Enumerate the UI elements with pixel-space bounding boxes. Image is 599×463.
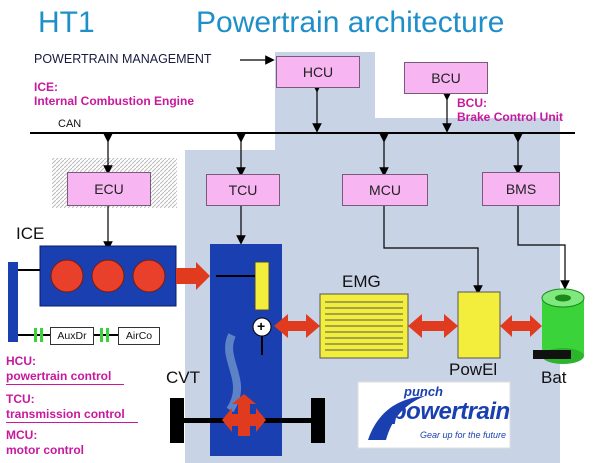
axle-arrow xyxy=(222,394,266,436)
planetary-plus: + xyxy=(257,318,266,334)
powel-label: PowEl xyxy=(449,360,498,379)
battery-body xyxy=(542,298,584,356)
cvt-emg-arrow xyxy=(274,314,320,338)
powel-bat-arrow xyxy=(500,315,542,337)
logo-brand-main: powertrain xyxy=(392,398,510,425)
tcu-box: TCU xyxy=(206,174,280,206)
cylinder-2 xyxy=(91,259,125,293)
logo-tagline: Gear up for the future xyxy=(420,430,507,440)
mcu-box: MCU xyxy=(342,174,428,206)
auxdr-box: AuxDr xyxy=(50,327,94,345)
ice-label: ICE xyxy=(16,224,45,243)
emg-powel-arrow xyxy=(408,314,458,338)
legend-mcu-desc: motor control xyxy=(6,443,84,457)
ice-note-full: Internal Combustion Engine xyxy=(34,94,195,108)
ice-to-cvt-arrow xyxy=(176,262,210,290)
bcu-box: BCU xyxy=(404,62,488,94)
title-code: HT1 xyxy=(38,6,95,39)
logo-swoosh xyxy=(368,396,425,440)
bat-label: Bat xyxy=(541,368,567,387)
bus-connections xyxy=(103,83,570,295)
title-main: Powertrain architecture xyxy=(196,6,505,39)
legend-hcu-desc: powertrain control xyxy=(6,369,112,383)
legend-tcu-underline xyxy=(6,422,138,423)
airco-box: AirCo xyxy=(118,327,160,345)
cylinder-3 xyxy=(132,259,166,293)
emg-label: EMG xyxy=(342,272,381,291)
bms-box: BMS xyxy=(482,172,560,206)
bcu-note-abbr: BCU: xyxy=(457,96,487,110)
cvt-pulley xyxy=(254,261,270,311)
ecu-box: ECU xyxy=(67,172,151,206)
chip xyxy=(533,350,571,359)
legend-hcu-abbr: HCU: xyxy=(6,354,36,368)
powel-block xyxy=(457,291,501,359)
belt-pulley xyxy=(8,262,18,342)
ice-note-abbr: ICE: xyxy=(34,80,58,94)
cvt-label: CVT xyxy=(166,368,200,387)
bcu-note-full: Brake Control Unit xyxy=(457,110,564,124)
legend-mcu-abbr: MCU: xyxy=(6,428,38,442)
management-label: POWERTRAIN MANAGEMENT xyxy=(34,52,212,66)
logo-brand-top: punch xyxy=(404,384,443,399)
legend-tcu-abbr: TCU: xyxy=(6,392,35,406)
legend-hcu-underline xyxy=(6,384,124,385)
can-bus-label: CAN xyxy=(58,118,82,130)
legend-tcu-desc: transmission control xyxy=(6,407,125,421)
cylinder-1 xyxy=(50,259,84,293)
hcu-box: HCU xyxy=(276,56,360,88)
